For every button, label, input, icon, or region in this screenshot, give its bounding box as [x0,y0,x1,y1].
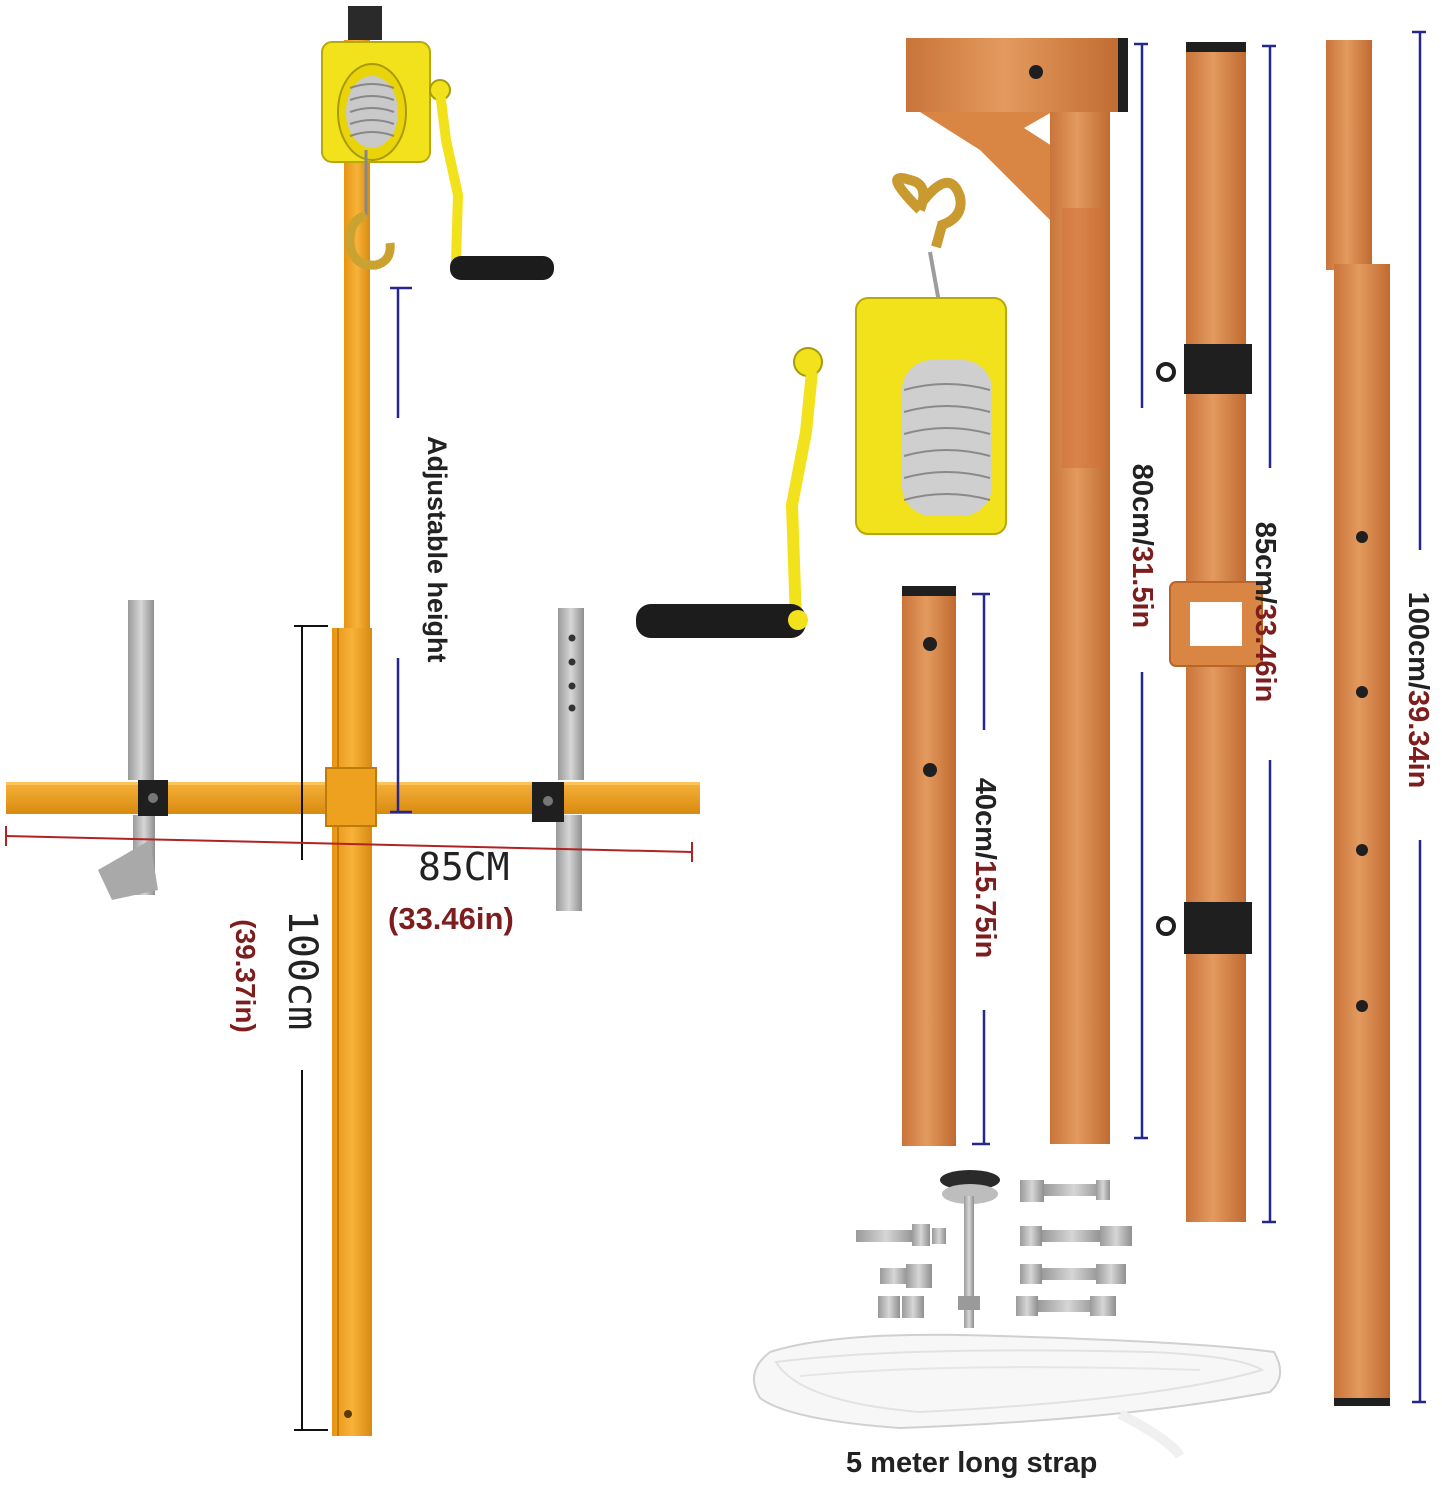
adjustable-height-label: Adjustable height [422,436,452,663]
boom-dimension-label: 80cm/31.5in [1126,416,1158,676]
mid-cm: 85cm/ [1249,521,1281,604]
strap-coil [752,1333,1281,1459]
mid-tube-85cm [1156,42,1263,1222]
long-dimension-label: 100cm/39.34in [1402,540,1434,840]
right-clamp [532,608,584,911]
height-in-label: (39.37in) [230,919,261,1033]
mid-dimension-label: 85cm/33.46in [1249,477,1281,747]
left-clamp [98,600,168,900]
height-dimension [294,625,328,1431]
height-cm-label: 100cm [279,909,325,1031]
strap-label: 5 meter long strap [846,1447,1098,1479]
boom-in: 31.5in [1126,546,1158,629]
tube-dimension-lines [972,30,1426,1404]
adjustable-height-dimension [390,286,412,814]
mid-in: 33.46in [1249,603,1281,703]
width-dimension [5,826,693,862]
width-cm-label: 85CM [418,845,510,889]
leg-cm: 40cm/ [969,777,1001,860]
width-in-label: (33.46in) [388,901,514,936]
top-winch [321,6,554,280]
long-cm: 100cm/ [1402,591,1434,690]
boom-tube-80cm [906,38,1128,1144]
assembled-lift [5,6,700,1436]
hardware-set [856,1170,1132,1328]
boom-cm: 80cm/ [1126,463,1158,546]
leg-tube-40cm [902,586,956,1146]
leg-in: 15.75in [969,859,1001,959]
long-tube-100cm [1326,40,1390,1406]
long-in: 39.34in [1402,690,1434,789]
leg-dimension-label: 40cm/15.75in [969,753,1001,983]
loose-winch [636,173,1007,638]
